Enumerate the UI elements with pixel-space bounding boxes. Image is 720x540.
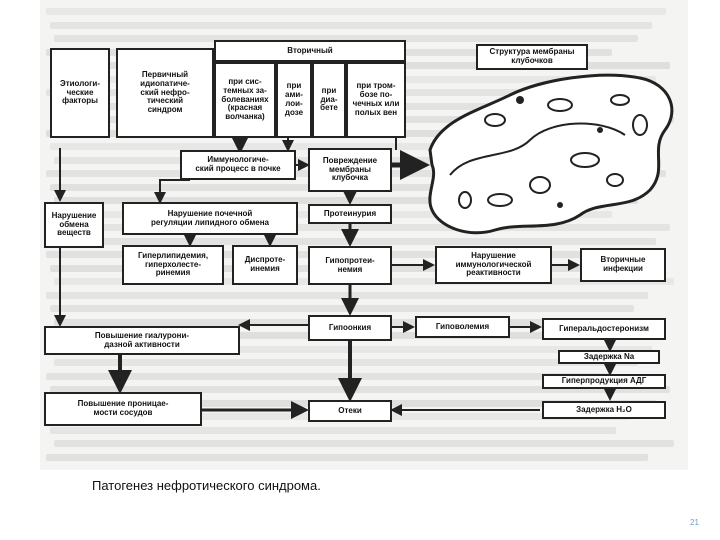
background-text-line [54, 440, 674, 447]
box-dysproteinemia: Диспроте- инемия [232, 245, 298, 285]
page-number: 21 [690, 518, 699, 527]
background-text-line [50, 426, 616, 434]
background-text-line [54, 35, 638, 42]
background-text-line [46, 453, 648, 461]
box-adh-hyperproduction: Гиперпродукция АДГ [542, 374, 666, 389]
pathogenesis-diagram [54, 73, 674, 419]
background-text-line [46, 8, 666, 15]
box-secondary: Вторичный [214, 40, 406, 62]
scanned-page: Этиологи- ческие факторы Первичный идиоп… [40, 0, 688, 470]
box-lipid-regulation: Нарушение почечной регуляции липидного о… [122, 202, 298, 235]
box-immune-reactivity: Нарушение иммунологической реактивности [435, 246, 552, 284]
box-proteinuria: Протеинурия [308, 204, 392, 224]
box-amyloidosis: при ами- лои- дозе [276, 62, 312, 138]
box-hyaluronidase: Повышение гиалурони- дазной активности [44, 326, 240, 355]
box-hypooncia: Гипоонкия [308, 315, 392, 341]
box-primary-syndrome: Первичный идиопатиче- ский нефро- тическ… [116, 48, 214, 138]
box-diabetes: при диа- бете [312, 62, 346, 138]
background-text-line [54, 359, 638, 366]
box-hypoproteinemia: Гипопротеи- немия [308, 246, 392, 285]
box-h2o-retention: Задержка H₂O [542, 401, 666, 419]
background-text-line [46, 291, 648, 299]
box-hyperlipidemia: Гиперлипидемия, гиперхолесте- ринемия [122, 245, 224, 285]
box-membrane-structure: Структура мембраны клубочков [476, 44, 588, 70]
box-metabolism-disorder: Нарушение обмена веществ [44, 202, 104, 248]
box-vascular-permeability: Повышение проницае- мости сосудов [44, 392, 202, 426]
box-systemic-diseases: при сис- темных за- болеваниях (красная … [214, 62, 276, 138]
box-edema: Отеки [308, 400, 392, 422]
background-text-line [50, 21, 652, 29]
box-hyperaldosteronism: Гиперальдостеронизм [542, 318, 666, 340]
box-etiologic-factors: Этиологи- ческие факторы [50, 48, 110, 138]
background-text-line [50, 224, 670, 231]
background-text-line [46, 372, 612, 380]
box-secondary-infections: Вторичные инфекции [580, 248, 666, 282]
box-thrombosis: при тром- бозе по- чечных или полых вен [346, 62, 406, 138]
box-hypovolemia: Гиповолемия [415, 316, 510, 338]
box-membrane-damage: Повреждение мембраны клубочка [308, 148, 392, 192]
figure-caption: Патогенез нефротического синдрома. [92, 478, 321, 493]
membrane-illustration [428, 73, 674, 235]
box-na-retention: Задержка Na [558, 350, 660, 364]
box-immunologic-process: Иммунологиче- ский процесс в почке [180, 150, 296, 180]
background-text-line [50, 143, 634, 150]
